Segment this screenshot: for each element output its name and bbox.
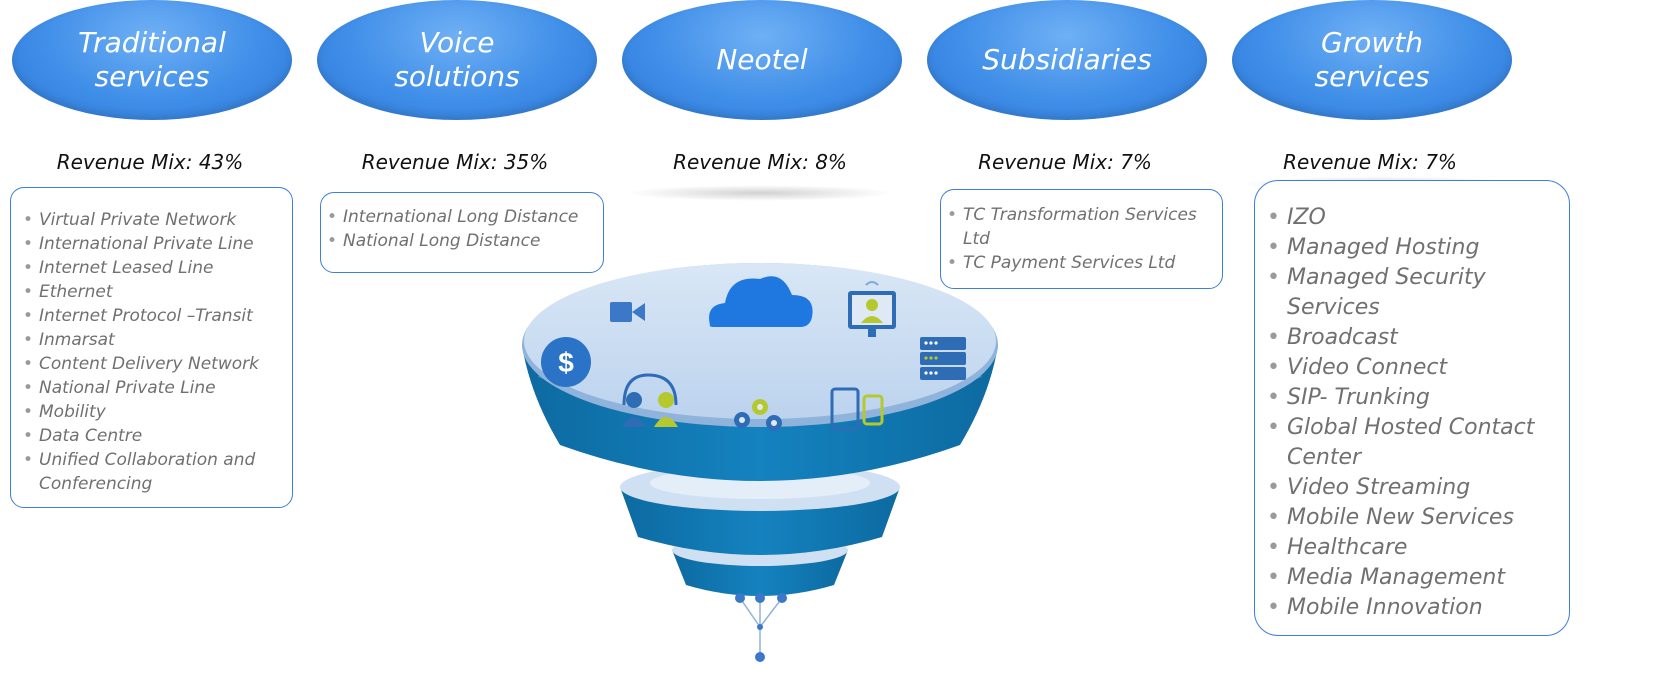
revenue-mix: Revenue Mix: 35% [305, 150, 605, 174]
segment-title-oval: Growth services [1232, 0, 1512, 120]
list-item: TC Payment Services Ltd [945, 251, 1216, 275]
list-item: Managed Security Services [1263, 263, 1565, 323]
list-item: International Long Distance [325, 205, 597, 229]
segment-neotel: Neotel Revenue Mix: 8% [610, 0, 910, 682]
list-item: Global Hosted Contact Center [1263, 413, 1565, 473]
revenue-mix-label: Revenue Mix: [361, 150, 498, 174]
list-item: Mobile Innovation [1263, 593, 1565, 623]
segment-title-line: solutions [394, 60, 520, 93]
revenue-mix-value: 7% [1425, 150, 1457, 174]
revenue-mix-label: Revenue Mix: [56, 150, 193, 174]
list-item: Internet Leased Line [21, 256, 286, 280]
list-item: Broadcast [1263, 323, 1565, 353]
funnel-graphic: $ [520, 255, 1000, 675]
segment-title-line: Neotel [716, 43, 808, 76]
list-item: Video Connect [1263, 353, 1565, 383]
video-camera-icon [610, 302, 645, 322]
revenue-mix-value: 7% [1120, 150, 1152, 174]
cloud-icon [709, 276, 813, 327]
shadow-bar [625, 185, 895, 201]
service-list-box: IZO Managed Hosting Managed Security Ser… [1254, 180, 1570, 636]
list-item: Healthcare [1263, 533, 1565, 563]
gears-icon [734, 399, 782, 431]
dollar-icon: $ [541, 337, 591, 387]
list-item: National Long Distance [325, 229, 597, 253]
revenue-mix-label: Revenue Mix: [1283, 150, 1419, 174]
revenue-mix: Revenue Mix: 43% [0, 150, 300, 174]
revenue-mix: Revenue Mix: 7% [915, 150, 1215, 174]
segment-subsidiaries: Subsidiaries Revenue Mix: 7% [915, 0, 1215, 682]
list-item: Mobility [21, 400, 286, 424]
server-icon [920, 337, 966, 380]
list-item: Managed Hosting [1263, 233, 1565, 263]
list-item: Ethernet [21, 280, 286, 304]
tablet-phone-icon [830, 387, 884, 431]
support-people-icon [622, 373, 678, 427]
list-item: Video Streaming [1263, 473, 1565, 503]
list-item: Unified Collaboration and Conferencing [21, 448, 286, 496]
list-item: National Private Line [21, 376, 286, 400]
revenue-mix: Revenue Mix: 8% [610, 150, 910, 174]
segment-title-line: Voice [419, 26, 495, 59]
revenue-mix-value: 8% [815, 150, 847, 174]
list-item: Media Management [1263, 563, 1565, 593]
segment-title-oval: Neotel [622, 0, 902, 120]
segment-traditional-services: Traditional services Revenue Mix: 43% [0, 0, 300, 682]
segment-voice-solutions: Voice solutions Revenue Mix: 35% [305, 0, 605, 682]
segment-title-oval: Voice solutions [317, 0, 597, 120]
revenue-mix-value: 35% [503, 150, 549, 174]
list-item: Data Centre [21, 424, 286, 448]
list-item: TC Transformation Services Ltd [945, 203, 1216, 251]
list-item: SIP- Trunking [1263, 383, 1565, 413]
service-list-box: TC Transformation Services Ltd TC Paymen… [940, 189, 1223, 289]
service-list-box: Virtual Private Network International Pr… [10, 187, 293, 508]
segment-title-line: Subsidiaries [982, 43, 1152, 76]
dollar-symbol: $ [558, 347, 574, 378]
revenue-mix-label: Revenue Mix: [673, 150, 809, 174]
segment-growth-services: Growth services Revenue Mix: 7% [1220, 0, 1520, 682]
funnel-svg: $ [522, 263, 998, 662]
network-nodes-icon [735, 593, 787, 662]
list-item: Content Delivery Network [21, 352, 286, 376]
video-conference-icon [848, 281, 896, 337]
segment-title-line: Growth [1321, 26, 1423, 59]
service-list-box: International Long Distance National Lon… [320, 192, 604, 273]
segment-title-line: Traditional [78, 26, 226, 59]
list-item: Inmarsat [21, 328, 286, 352]
list-item: International Private Line [21, 232, 286, 256]
revenue-mix-value: 43% [198, 150, 244, 174]
list-item: Virtual Private Network [21, 208, 286, 232]
segment-title-line: services [1314, 60, 1430, 93]
list-item: Internet Protocol –Transit [21, 304, 286, 328]
segment-title-oval: Subsidiaries [927, 0, 1207, 120]
revenue-mix: Revenue Mix: 7% [1220, 150, 1520, 174]
list-item: IZO [1263, 203, 1565, 233]
segment-title-oval: Traditional services [12, 0, 292, 120]
segment-title-line: services [94, 60, 210, 93]
list-item: Mobile New Services [1263, 503, 1565, 533]
revenue-mix-label: Revenue Mix: [978, 150, 1114, 174]
